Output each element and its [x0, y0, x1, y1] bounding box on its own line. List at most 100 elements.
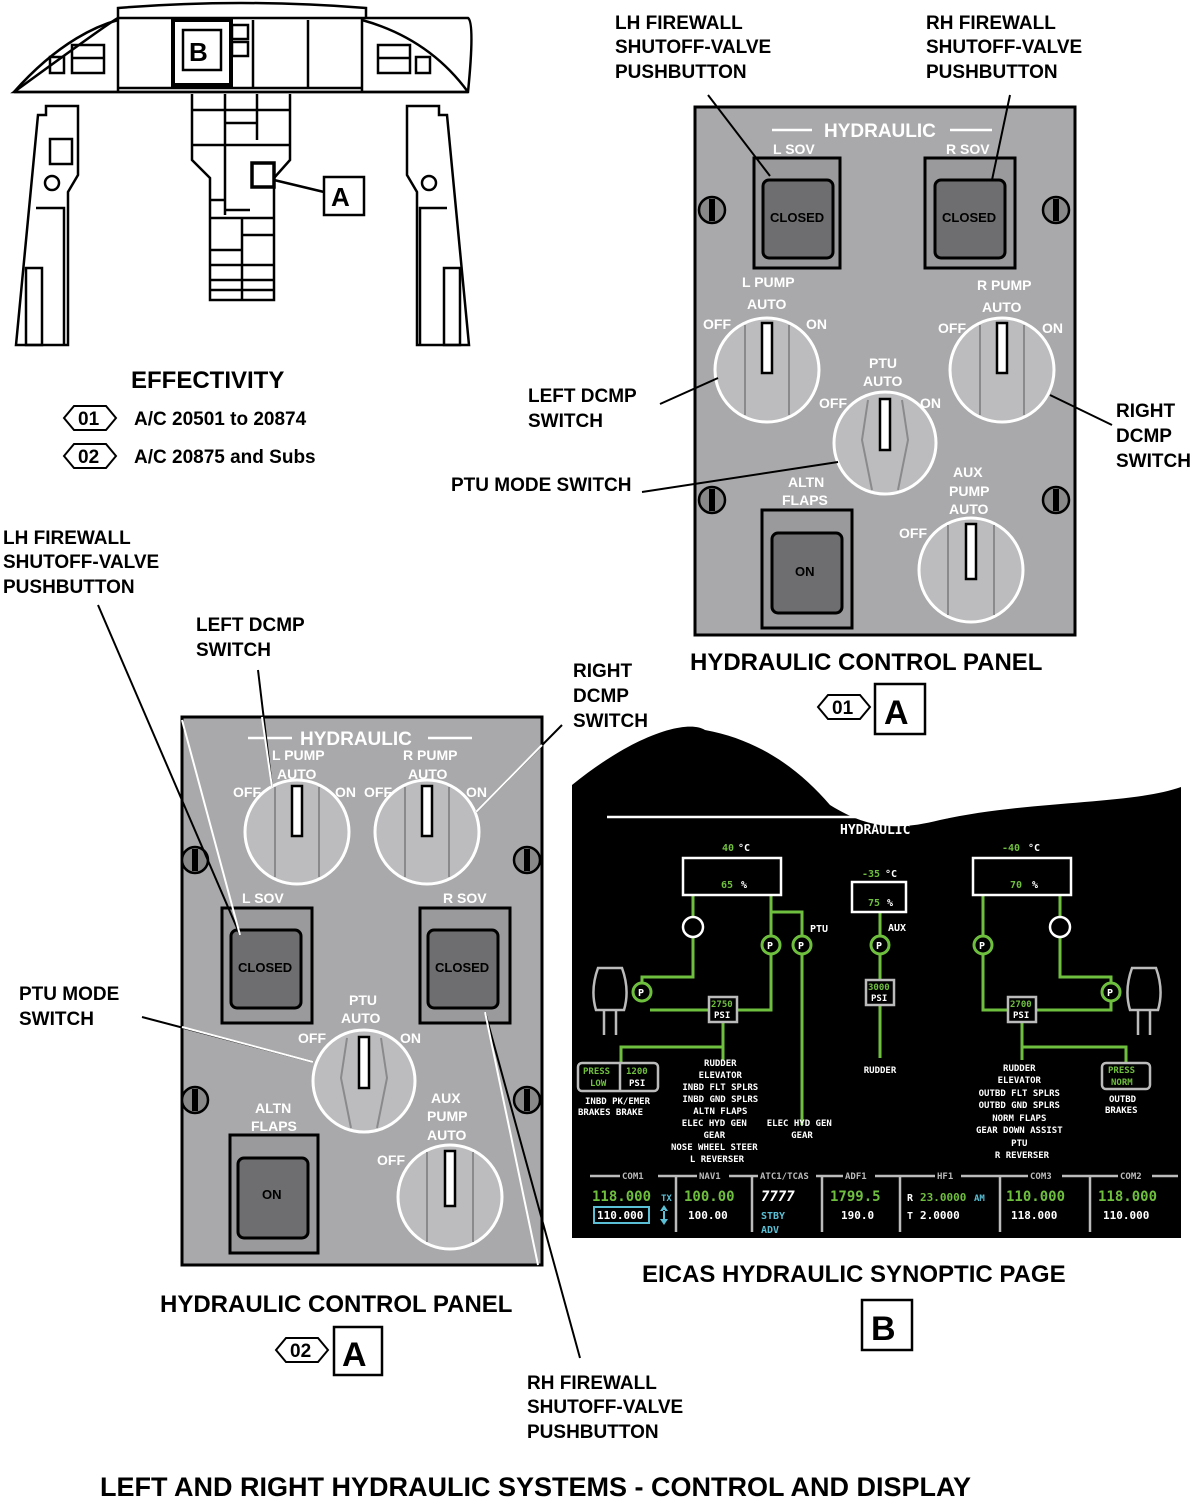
l-pump-selector-knob[interactable]: [713, 316, 821, 424]
r-sov-pushbutton[interactable]: CLOSED: [923, 156, 1017, 270]
aux-qty: 75: [868, 898, 880, 909]
aux-reservoir: [850, 880, 908, 914]
left-brake-press-status: PRESS: [583, 1067, 610, 1077]
com1-standby-box[interactable]: [593, 1206, 650, 1224]
callout-rh-sov-02: RH FIREWALL SHUTOFF-VALVE PUSHBUTTON: [527, 1373, 689, 1443]
effectivity-code: 01: [78, 409, 100, 430]
hf1-standby: 2.0000: [920, 1209, 960, 1222]
l-sov-label: L SOV: [773, 141, 815, 157]
altn-flaps-pushbutton[interactable]: ON: [228, 1133, 320, 1255]
radio-com3[interactable]: 110.000 118.000: [1006, 1189, 1065, 1222]
ptu-off: OFF: [819, 395, 847, 411]
aux-pump-off: OFF: [899, 525, 927, 541]
r-sov-label: R SOV: [946, 141, 990, 157]
right-psi-unit: PSI: [1013, 1011, 1029, 1021]
altn-flaps-label-1: ALTN: [255, 1100, 291, 1116]
radio-hf1[interactable]: R 23.0000 AM T 2.0000: [907, 1191, 985, 1222]
l-pump-off: OFF: [233, 784, 261, 800]
panel-02-caption: HYDRAULIC CONTROL PANEL: [160, 1291, 512, 1318]
ptu-users: ELEC HYD GEN GEAR: [767, 1119, 837, 1141]
right-temp-unit: °C: [1028, 843, 1040, 854]
view-label-box: [860, 1298, 914, 1352]
aux-temp-unit: °C: [885, 869, 897, 880]
r-pump-selector-knob[interactable]: [948, 316, 1056, 424]
ptu-auto: AUTO: [863, 373, 903, 389]
left-temp: 40: [722, 843, 734, 854]
radio-nav1[interactable]: 100.00 100.00: [684, 1189, 735, 1222]
callout-right-dcmp-02: RIGHT DCMP SWITCH: [573, 661, 648, 732]
r-sov-pushbutton[interactable]: CLOSED: [418, 906, 512, 1025]
radio-name: ATC1/TCAS: [760, 1172, 809, 1182]
radio-com1[interactable]: 118.000 TX 110.000: [592, 1189, 672, 1225]
aux-label: AUX: [888, 923, 906, 934]
ptu-mode-selector-knob[interactable]: [832, 390, 938, 496]
eicas-title: HYDRAULIC: [840, 823, 910, 838]
l-pump-on: ON: [335, 784, 356, 800]
aux-pump-selector-knob[interactable]: [396, 1143, 504, 1251]
aux-pump-label-2: PUMP: [427, 1108, 467, 1124]
aux-pump-label-1: AUX: [953, 464, 983, 480]
ptu-on: ON: [400, 1030, 421, 1046]
screw-icon: [180, 1085, 210, 1115]
pump-icon: P: [631, 981, 653, 1003]
right-system-users: RUDDER ELEVATOR OUTBD FLT SPLRS OUTBD GN…: [976, 1064, 1068, 1161]
view-label-box: [332, 1325, 384, 1377]
pump-icon: P: [869, 934, 891, 956]
l-pump-selector-knob[interactable]: [243, 778, 351, 886]
altn-flaps-label-1: ALTN: [788, 474, 824, 490]
altn-flaps-pushbutton[interactable]: ON: [760, 508, 854, 630]
left-brake-press-value: 1200: [626, 1067, 648, 1077]
l-pump-auto: AUTO: [277, 766, 317, 782]
r-sov-label: R SOV: [443, 890, 487, 906]
r-pump-auto: AUTO: [408, 766, 448, 782]
atc-squawk: 7777: [761, 1189, 795, 1205]
aux-temp: -35: [862, 869, 880, 880]
ptu-auto: AUTO: [341, 1010, 381, 1026]
ptu-label: PTU: [349, 992, 377, 1008]
r-sov-state: CLOSED: [942, 210, 996, 225]
aux-pump-selector-knob[interactable]: [917, 516, 1025, 624]
radio-name: ADF1: [845, 1172, 867, 1182]
callout-ptu-mode-01: PTU MODE SWITCH: [451, 475, 632, 496]
ptu-label: PTU: [810, 924, 828, 935]
left-qty-unit: %: [741, 880, 747, 891]
effectivity-item: 02 A/C 20875 and Subs: [62, 443, 316, 469]
nav1-active: 100.00: [684, 1189, 735, 1205]
left-temp-unit: °C: [738, 843, 750, 854]
pump-icon: P: [972, 934, 994, 956]
com2-standby: 110.000: [1103, 1209, 1149, 1222]
nav1-standby: 100.00: [688, 1209, 728, 1222]
screw-icon: [1041, 485, 1071, 515]
panel-header: HYDRAULIC: [824, 121, 936, 142]
adf1-standby: 190.0: [841, 1209, 874, 1222]
r-pump-auto: AUTO: [982, 299, 1022, 315]
callout-lh-sov-01: LH FIREWALL SHUTOFF-VALVE PUSHBUTTON: [615, 13, 777, 83]
radio-atc-tcas[interactable]: 7777 STBY ADV: [761, 1189, 795, 1236]
l-pump-auto: AUTO: [747, 296, 787, 312]
radio-name: COM3: [1030, 1172, 1052, 1182]
swap-frequency-icon[interactable]: [660, 1205, 668, 1225]
left-qty: 65: [721, 880, 733, 891]
adf1-active: 1799.5: [830, 1189, 881, 1205]
effectivity-badge: [274, 1337, 330, 1363]
altn-flaps-state: ON: [262, 1187, 282, 1202]
right-temp: -40: [1002, 843, 1020, 854]
right-brake-press-box: [1100, 1061, 1152, 1091]
aux-pump-auto: AUTO: [427, 1127, 467, 1143]
l-sov-pushbutton[interactable]: CLOSED: [752, 156, 842, 270]
radio-com2[interactable]: 118.000 110.000: [1098, 1189, 1157, 1222]
svg-text:P: P: [798, 941, 804, 952]
aux-pump-label-1: AUX: [431, 1090, 461, 1106]
com2-active: 118.000: [1098, 1189, 1157, 1205]
view-a-locator-box: [322, 175, 366, 217]
radio-adf1[interactable]: 1799.5 190.0: [830, 1189, 881, 1222]
r-pump-selector-knob[interactable]: [373, 778, 481, 886]
shutoff-valve-icon: [1048, 915, 1072, 939]
pump-icon: P: [1100, 981, 1122, 1003]
tx-indicator: TX: [661, 1194, 672, 1204]
effectivity-badge: [62, 405, 118, 431]
pump-icon: P: [791, 934, 813, 956]
ptu-label: PTU: [869, 355, 897, 371]
ptu-mode-selector-knob[interactable]: [311, 1028, 417, 1134]
svg-text:P: P: [876, 941, 882, 952]
